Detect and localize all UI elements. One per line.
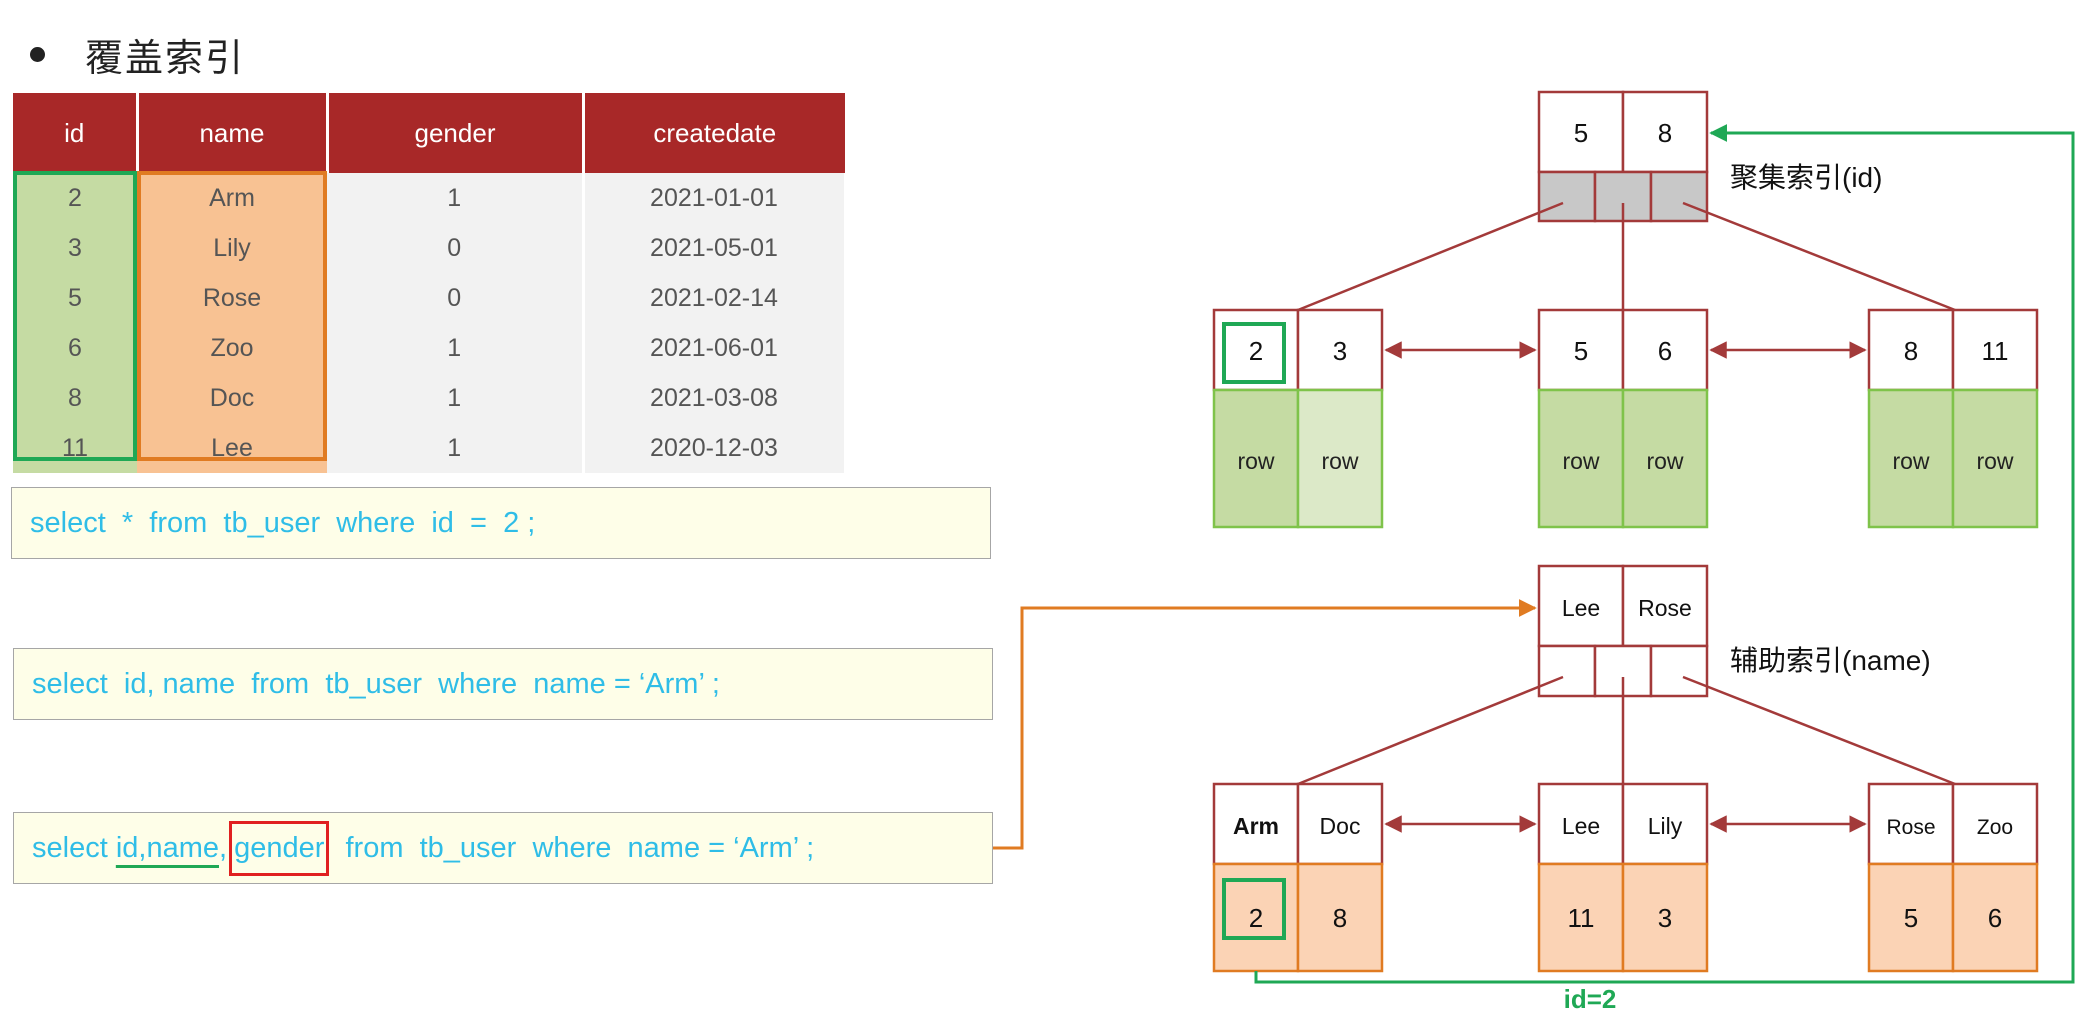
- cell-gender: 1: [327, 373, 585, 423]
- table-row: 6 Zoo 1 2021-06-01: [13, 323, 847, 373]
- sql-select-keyword: select: [32, 831, 116, 864]
- slide-heading: 覆盖索引: [30, 26, 245, 82]
- clustered-leaf-key: 2: [1249, 336, 1263, 366]
- secondary-leaf-node: Rose Zoo 5 6: [1867, 782, 2039, 973]
- cell-id: 2: [13, 173, 137, 223]
- clustered-leaf-node: 2 3 row row: [1212, 308, 1384, 529]
- clustered-leaf-node: 8 11 row row: [1867, 308, 2039, 529]
- cell-gender: 1: [327, 173, 585, 223]
- clustered-leaf-key: 11: [1982, 336, 2009, 366]
- key-2-highlight: [1222, 322, 1286, 384]
- clustered-leaf-key: 6: [1658, 336, 1672, 366]
- sql-query-with-gender: select id,name , gender from tb_user whe…: [13, 812, 993, 884]
- cell-name: Zoo: [137, 323, 327, 373]
- table-lookup-arrow: [1254, 124, 2075, 984]
- clustered-root-key: 8: [1658, 118, 1672, 148]
- secondary-leaf-node: Lee Lily 11 3: [1537, 782, 1709, 973]
- secondary-root-key: Rose: [1638, 595, 1692, 621]
- cell-createdate: 2021-06-01: [583, 323, 847, 373]
- sql-query-id-name: select id, name from tb_user where name …: [13, 648, 993, 720]
- sql-rest: from tb_user where name = ‘Arm’ ;: [329, 831, 815, 864]
- row-data: row: [1892, 448, 1929, 474]
- primary-key-value: 8: [1333, 903, 1347, 933]
- cell-createdate: 2021-05-01: [583, 223, 847, 273]
- column-header-createdate: createdate: [583, 93, 845, 173]
- primary-key-value: 3: [1658, 903, 1672, 933]
- bullet-icon: [30, 46, 45, 62]
- cell-gender: 1: [327, 423, 585, 473]
- secondary-index-root: Lee Rose: [1537, 564, 1709, 698]
- clustered-index-label: 聚集索引(id): [1730, 162, 1882, 193]
- secondary-leaf-key: Zoo: [1977, 816, 2013, 839]
- table-header-row: id name gender createdate: [13, 93, 845, 173]
- secondary-leaf-node: Arm Doc 2 8: [1212, 782, 1384, 973]
- cell-createdate: 2021-02-14: [583, 273, 847, 323]
- secondary-leaf-key: Lily: [1648, 813, 1683, 839]
- cell-name: Lily: [137, 223, 327, 273]
- column-header-name: name: [137, 93, 329, 173]
- user-table: id name gender createdate 2 Arm 1 2021-0…: [13, 93, 847, 473]
- column-header-gender: gender: [327, 93, 585, 173]
- page-title: 覆盖索引: [85, 37, 246, 80]
- row-data: row: [1321, 448, 1358, 474]
- cell-id: 6: [13, 323, 137, 373]
- secondary-leaf-key: Lee: [1562, 813, 1600, 839]
- sql-uncovered-column-gender: gender: [229, 820, 330, 876]
- row-data: row: [1562, 448, 1599, 474]
- cell-gender: 1: [327, 323, 585, 373]
- cell-id: 11: [13, 423, 137, 473]
- clustered-index-root: 5 8: [1537, 90, 1709, 223]
- cell-id: 5: [13, 273, 137, 323]
- sql-text: select * from tb_user where id = 2 ;: [30, 506, 536, 539]
- secondary-root-key: Lee: [1562, 595, 1600, 621]
- row-data: row: [1237, 448, 1274, 474]
- cell-name: Rose: [137, 273, 327, 323]
- sql-comma: ,: [219, 831, 228, 864]
- clustered-root-key: 5: [1574, 118, 1588, 148]
- sql-query-by-id: select * from tb_user where id = 2 ;: [11, 487, 991, 559]
- primary-key-value: 5: [1904, 903, 1918, 933]
- sql-covered-columns: id,name: [115, 831, 219, 864]
- row-data: row: [1646, 448, 1683, 474]
- secondary-index-label: 辅助索引(name): [1730, 645, 1931, 676]
- cell-gender: 0: [327, 223, 585, 273]
- column-header-id: id: [13, 93, 139, 173]
- query-to-secondary-index-arrow: [993, 599, 1537, 850]
- cell-name: Lee: [137, 423, 327, 473]
- lookup-label: id=2: [1564, 984, 1617, 1014]
- clustered-leaf-node: 5 6 row row: [1537, 308, 1709, 529]
- secondary-leaf-key: Rose: [1886, 816, 1935, 839]
- table-row: 5 Rose 0 2021-02-14: [13, 273, 847, 323]
- cell-name: Doc: [137, 373, 327, 423]
- primary-key-value: 6: [1988, 903, 2002, 933]
- primary-key-value: 2: [1249, 903, 1263, 933]
- cell-createdate: 2021-01-01: [583, 173, 847, 223]
- clustered-leaf-key: 3: [1333, 336, 1347, 366]
- table-row: 11 Lee 1 2020-12-03: [13, 423, 847, 473]
- clustered-leaf-key: 5: [1574, 336, 1588, 366]
- table-row: 8 Doc 1 2021-03-08: [13, 373, 847, 423]
- table-row: 3 Lily 0 2021-05-01: [13, 223, 847, 273]
- cell-id: 8: [13, 373, 137, 423]
- row-data: row: [1976, 448, 2013, 474]
- cell-gender: 0: [327, 273, 585, 323]
- secondary-leaf-key: Doc: [1320, 813, 1361, 839]
- table-row: 2 Arm 1 2021-01-01: [13, 173, 847, 223]
- cell-name: Arm: [137, 173, 327, 223]
- primary-key-value: 11: [1568, 903, 1595, 933]
- cell-id: 3: [13, 223, 137, 273]
- clustered-leaf-key: 8: [1904, 336, 1918, 366]
- cell-createdate: 2020-12-03: [583, 423, 847, 473]
- secondary-leaf-key: Arm: [1233, 813, 1279, 839]
- cell-createdate: 2021-03-08: [583, 373, 847, 423]
- id-2-highlight: [1222, 878, 1286, 940]
- sql-text: select id, name from tb_user where name …: [32, 667, 720, 700]
